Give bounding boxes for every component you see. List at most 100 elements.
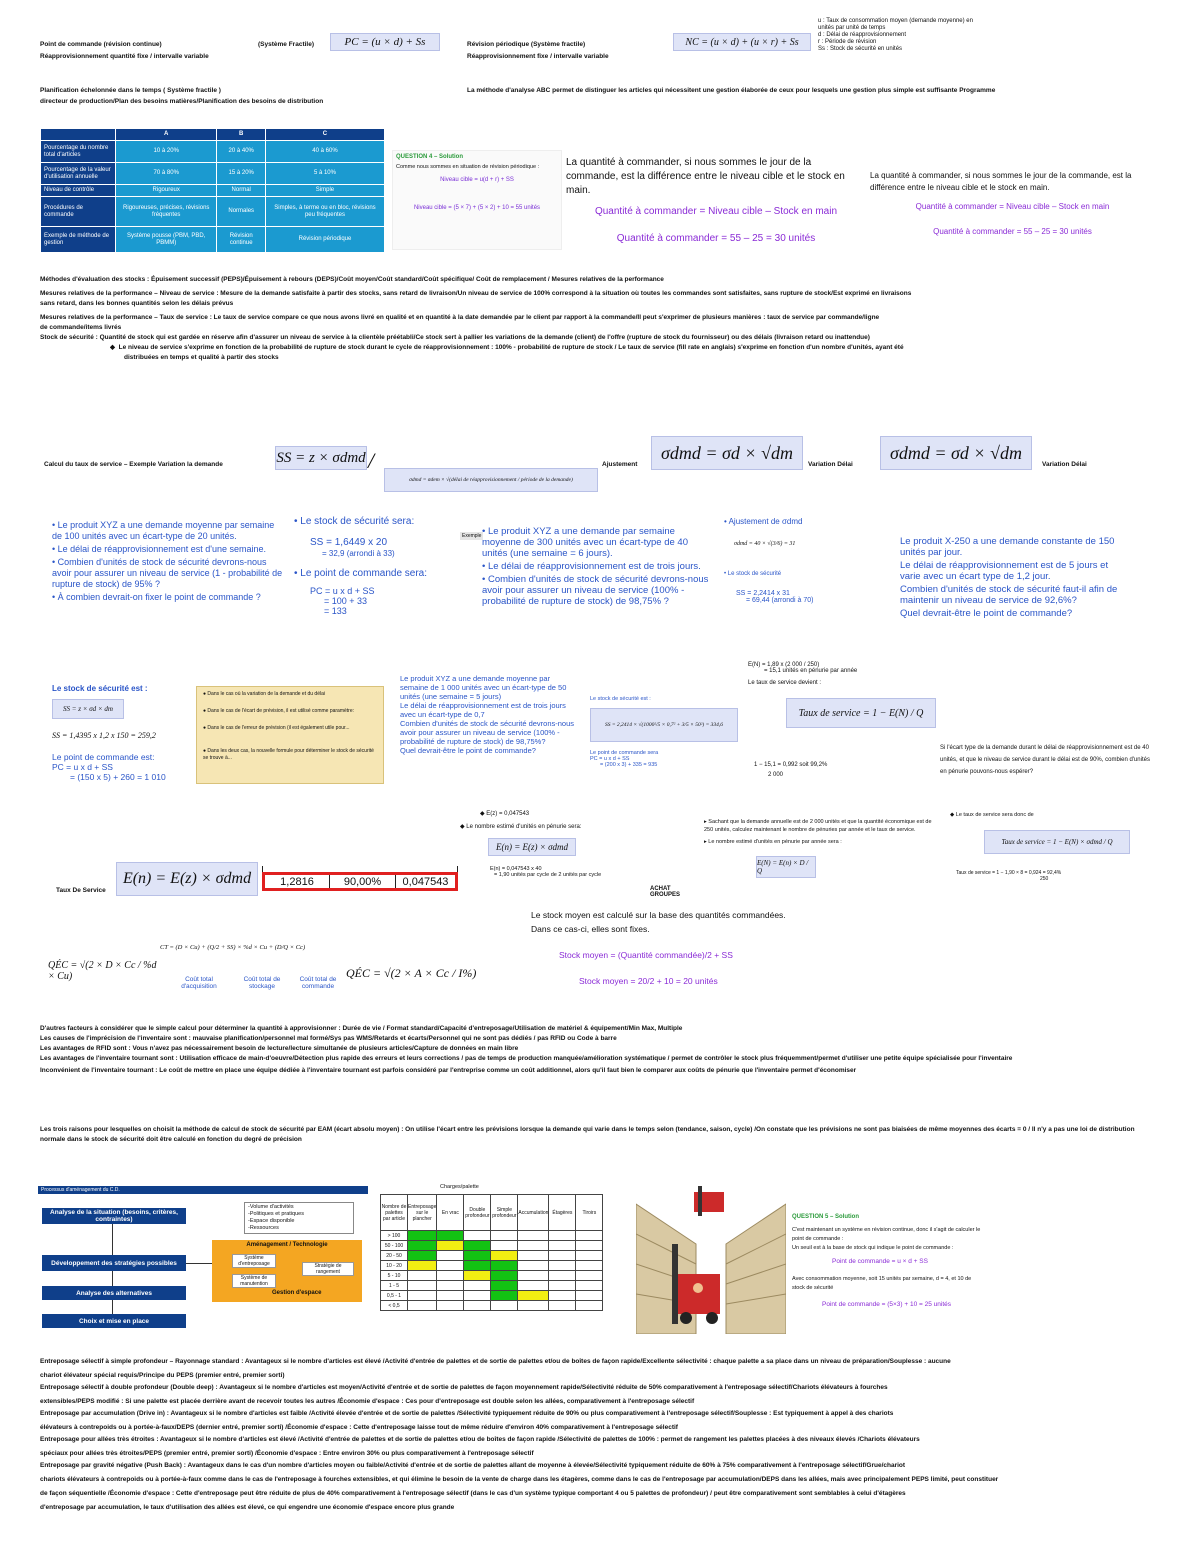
header-reappro-fixe: Réapprovisionnement quantité fixe / inte… [40, 53, 209, 60]
abc-col-head: B [216, 128, 266, 141]
diamond-bullet-icon: ◆ [110, 344, 119, 351]
example8-formula-box: SS = 2,2414 × √(1000²/5 × 0,7² + 3/5 × 5… [590, 708, 738, 742]
example3-text: Le délai de réapprovisionnement est de t… [487, 561, 701, 572]
legend-line: Ss : Stock de sécurité en unités [818, 46, 903, 52]
rack-table: Nombre de palettes par article Entreposa… [380, 1194, 604, 1311]
qec-formula-2: QÉC = √(2 × A × Cc / I%) [346, 966, 477, 980]
header-revision-periodique: Révision périodique (Système fractile) [467, 41, 586, 48]
example10-text: E(z) = 0,047543 [486, 811, 530, 817]
flow-arrow-line [112, 1300, 113, 1314]
tan-note: ● Dans le cas de l'erreur de prévision (… [203, 725, 350, 731]
calc-label: Calcul du taux de service – Exemple Vari… [44, 461, 223, 468]
example10-line: ◆ Le nombre estimé d'unités en pénurie s… [460, 824, 582, 830]
example1-bullet: • Le délai de réapprovisionnement est d'… [52, 544, 267, 554]
tan-note-text: Dans le cas où la variation de la demand… [207, 691, 325, 697]
abc-row-head: Exemple de méthode de gestion [40, 226, 116, 253]
example1-bullet: • Combien d'unités de stock de sécurité … [52, 557, 283, 589]
storage-line: chariot élévateur spécial requis/Princip… [40, 1372, 285, 1379]
methods-line: distribuées en temps et qualité à partir… [124, 354, 279, 361]
variation-delai-label: Variation Délai [808, 461, 853, 468]
stock-moyen-panel: Le stock moyen est calculé sur la base d… [531, 908, 871, 986]
example4-formula: SS = 2,2414 x 31 [736, 590, 790, 597]
rack-row: 10 - 20 [380, 1260, 408, 1271]
storage-line: spéciaux pour allées très étroites/PEPS … [40, 1450, 534, 1457]
flow-step-choice: Choix et mise en place [42, 1314, 186, 1328]
ajustement-formula-1: σdmd = σd × √dm [651, 436, 803, 470]
abc-col-head: C [264, 128, 386, 141]
rack-matrix: Charges/palette Nombre de palettes par a… [380, 1184, 630, 1332]
storage-line: élévateurs à contrepoids ou à portée-à-f… [40, 1424, 678, 1431]
stock-moyen-formula: Stock moyen = (Quantité commandée)/2 + S… [559, 950, 733, 960]
example2-title: • Le stock de sécurité sera: [294, 516, 415, 527]
flow-gestion-espace: Gestion d'espace [272, 1290, 322, 1296]
example2-formula: = 32,9 (arrondi à 33) [322, 549, 395, 558]
example6-title: Le point de commande est: [52, 752, 155, 762]
methods-line: sans retard, dans les bonnes quantités s… [40, 300, 234, 307]
quantity-callout-1: La quantité à commander, si nous sommes … [566, 156, 866, 252]
flow-inputs-box: -Volume d'activités -Politiques et prati… [244, 1202, 354, 1234]
rack-col: Double profondeur [463, 1194, 492, 1231]
cost-total-formula: CT = (D × Cu) + (Q/2 + SS) × %d × Cu + (… [160, 944, 306, 951]
example5-text: Le produit X-250 a une demande constante… [900, 536, 1115, 558]
storage-line: Entreposage par gravité négative (Push B… [40, 1462, 906, 1469]
rack-header-top: Charges/palette [440, 1184, 479, 1190]
example8-panel: Le stock de sécurité est : SS = 2,2414 ×… [590, 696, 740, 768]
rack-row: < 0,5 [380, 1300, 408, 1311]
result-cell-ez: 0,047543 [395, 873, 457, 890]
example7-text: Le produit XYZ a une demande moyenne par… [400, 674, 567, 701]
flow-amenagement-title: Aménagement / Technologie [246, 1242, 328, 1248]
tan-note-text: Dans les deux cas, la nouvelle formule p… [203, 748, 374, 761]
example10-line: E(n) = 0,047543 x 40 [490, 866, 542, 872]
header-point-commande: Point de commande (révision continue) [40, 41, 162, 48]
pc-formula: PC = (u × d) + Ss [330, 33, 440, 51]
callout-formula: Quantité à commander = Niveau cible – St… [915, 202, 1110, 211]
tan-note: ● Dans le cas de l'écart de prévision, i… [203, 708, 354, 714]
ajustement-label: Ajustement [602, 461, 638, 468]
rack-col: Simple profondeur [490, 1194, 519, 1231]
slash-glyph: / [368, 448, 375, 473]
example5-text: Combien d'unités de stock de sécurité fa… [900, 584, 1118, 606]
example12-panel: ◆ Le taux de service sera donc de Taux d… [940, 812, 1160, 894]
storage-line: Entreposage sélectif à simple profondeur… [40, 1358, 951, 1365]
legend-line: r : Période de révision [818, 39, 877, 45]
example1-text: Combien d'unités de stock de sécurité de… [52, 557, 283, 589]
flow-diagram: Processus d'aménagement du C.D. Analyse … [38, 1186, 368, 1334]
storage-line: Entreposage par accumulation (Drive in) … [40, 1410, 894, 1417]
question5-title: QUESTION 5 – Solution [792, 1214, 860, 1220]
factors-section: D'autres facteurs à considérer que le si… [40, 1024, 1160, 1076]
formula-legend: u : Taux de consommation moyen (demande … [818, 18, 1148, 53]
result-table: 1,2816 90,00% 0,047543 [262, 872, 458, 891]
abc-cell: Rigoureuses, précises, révisions fréquen… [114, 196, 218, 227]
three-reasons-text: Les trois raisons pour lesquelles on cho… [40, 1126, 1135, 1143]
abc-method-text: La méthode d'analyse ABC permet de disti… [467, 87, 996, 94]
tan-note: ● Dans les deux cas, la nouvelle formule… [203, 748, 374, 761]
sigma-formula: σdmd = σdem × √(délai de réapprovisionne… [384, 468, 598, 492]
abc-cell: Normales [216, 196, 266, 227]
abc-cell: Simple [264, 184, 386, 197]
example8-formula: PC = u x d + SS [590, 756, 630, 762]
storage-line: Entreposage pour allées très étroites : … [40, 1436, 920, 1443]
example12-formula-box: Taux de service = 1 − E(N) × σdmd / Q [984, 830, 1130, 854]
cost-label: Coût total d'acquisition [181, 976, 217, 990]
question5-result: Point de commande = (5×3) + 10 = 25 unit… [822, 1301, 952, 1308]
example11-formula-box: E(N) = E(n) × D / Q [756, 856, 816, 878]
stock-moyen-line: Le stock moyen est calculé sur la base d… [531, 910, 786, 920]
abc-cell: 15 à 20% [216, 162, 266, 185]
methods-line: Stock de sécurité : Quantité de stock qu… [40, 334, 870, 341]
flow-input: -Ressources [248, 1225, 279, 1231]
example9-line: Le taux de service devient : [748, 680, 822, 686]
planification-detail: directeur de production/Plan des besoins… [40, 98, 324, 105]
achat-groupes-label: ACHAT GROUPES [650, 886, 681, 898]
storage-section: Entreposage sélectif à simple profondeur… [40, 1357, 1160, 1513]
result-table-top [262, 866, 458, 872]
example6-panel: Le stock de sécurité est : SS = z × σd ×… [52, 684, 192, 782]
abc-cell: 10 à 20% [114, 140, 218, 163]
variation-delai-label: Variation Délai [1042, 461, 1087, 468]
callout-formula: Quantité à commander = Niveau cible – St… [594, 206, 838, 217]
abc-cell: 5 à 10% [264, 162, 386, 185]
callout-result: Quantité à commander = 55 – 25 = 30 unit… [616, 233, 816, 244]
taux-service-formula: E(n) = E(z) × σdmd [116, 862, 258, 896]
example6-formula: PC = u x d + SS [52, 762, 113, 772]
factors-line: Les avantages de RFID sont : Vous n'avez… [40, 1045, 519, 1052]
example2-title: • Le point de commande sera: [294, 568, 428, 579]
